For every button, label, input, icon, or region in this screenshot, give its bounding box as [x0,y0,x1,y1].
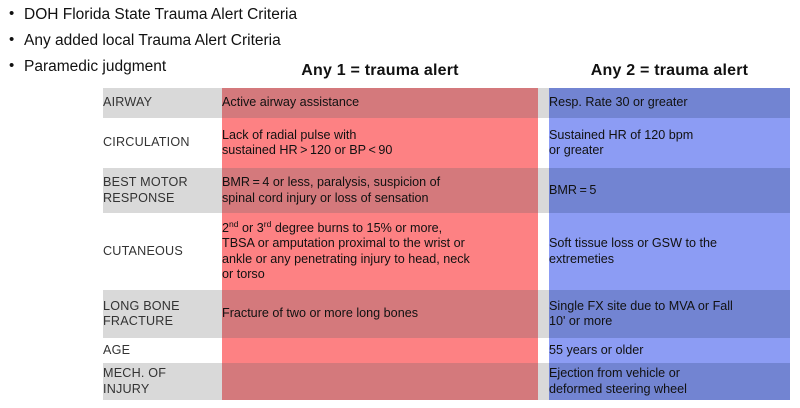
cell-any1-cutaneous: 2nd or 3rd degree burns to 15% or more, … [222,213,538,290]
cell-line: Active airway assistance [222,95,360,110]
row-label-line: FRACTURE [103,314,174,328]
table-row-mechanism-of-injury: MECH. OF INJURY Ejection from vehicle or… [103,363,790,400]
cell-line: 55 years or older [549,342,644,357]
bullet-item-0: DOH Florida State Trauma Alert Criteria [8,1,438,28]
table-body: AIRWAY Active airway assistance Resp. Ra… [103,88,790,400]
cell-line-superscript: 2nd or 3rd degree burns to 15% or more, [222,218,443,235]
table-row-best-motor-response: BEST MOTOR RESPONSE BMR = 4 or less, par… [103,168,790,213]
row-label-line: BEST MOTOR [103,175,188,189]
row-label-line: AIRWAY [103,95,153,110]
table-row-long-bone-fracture: LONG BONE FRACTURE Fracture of two or mo… [103,290,790,338]
bullet-text: Paramedic judgment [24,58,167,75]
cell-line: ankle or any penetrating injury to head,… [222,251,470,266]
cell-any1-long-bone-fracture: Fracture of two or more long bones [222,290,538,338]
row-label-airway: AIRWAY [103,88,222,118]
row-label-line: AGE [103,342,131,357]
cell-any2-age: 55 years or older [549,338,790,363]
bullet-text: Any added local Trauma Alert Criteria [24,32,281,49]
cell-line: 10' or more [549,314,613,328]
row-label-line: LONG BONE [103,298,180,313]
cell-line: Ejection from vehicle or [549,366,680,380]
bullet-list: DOH Florida State Trauma Alert Criteria … [8,1,438,80]
cell-any2-mechanism-of-injury: Ejection from vehicle or deformed steeri… [549,363,790,400]
cell-line: deformed steering wheel [549,381,687,396]
row-label-line: CUTANEOUS [103,243,183,258]
column-header-any1: Any 1 = trauma alert [301,62,459,79]
row-label-line: INJURY [103,381,150,396]
cell-line: Sustained HR of 120 bpm [549,127,694,142]
cell-line: Single FX site due to MVA or Fall [549,298,733,313]
bullet-item-2: Paramedic judgment [8,53,438,80]
cell-line: BMR = 4 or less, paralysis, suspicion of [222,175,441,189]
cell-any1-airway: Active airway assistance [222,88,538,118]
cell-line: BMR = 5 [549,182,597,197]
cell-line: sustained HR > 120 or BP < 90 [222,143,393,157]
table-row-airway: AIRWAY Active airway assistance Resp. Ra… [103,88,790,118]
cell-any1-circulation: Lack of radial pulse with sustained HR >… [222,118,538,168]
cell-line: or torso [222,267,265,281]
table-row-age: AGE 55 years or older [103,338,790,363]
row-label-mechanism-of-injury: MECH. OF INJURY [103,363,222,400]
cell-any1-best-motor-response: BMR = 4 or less, paralysis, suspicion of… [222,168,538,213]
cell-any2-circulation: Sustained HR of 120 bpm or greater [549,118,790,168]
cell-any1-mechanism-of-injury [222,363,538,400]
cell-line: Fracture of two or more long bones [222,306,418,321]
cell-line: extremeties [549,251,615,266]
cell-line: spinal cord injury or loss of sensation [222,190,429,205]
column-header-any2: Any 2 = trauma alert [590,62,749,79]
trauma-alert-criteria-table: AIRWAY Active airway assistance Resp. Ra… [103,88,790,400]
cell-line: TBSA or amputation proximal to the wrist… [222,236,465,250]
gap-cell [538,290,549,338]
row-label-age: AGE [103,338,222,363]
cell-any2-airway: Resp. Rate 30 or greater [549,88,790,118]
table-row-cutaneous: CUTANEOUS 2nd or 3rd degree burns to 15%… [103,213,790,290]
cell-line: Lack of radial pulse with [222,127,357,142]
gap-cell [538,213,549,290]
cell-line: Resp. Rate 30 or greater [549,95,688,110]
gap-cell [538,338,549,363]
gap-cell [538,168,549,213]
cell-any2-cutaneous: Soft tissue loss or GSW to the extremeti… [549,213,790,290]
row-label-best-motor-response: BEST MOTOR RESPONSE [103,168,222,213]
row-label-cutaneous: CUTANEOUS [103,213,222,290]
cell-any2-long-bone-fracture: Single FX site due to MVA or Fall 10' or… [549,290,790,338]
bullet-text: DOH Florida State Trauma Alert Criteria [24,6,298,23]
row-label-line: CIRCULATION [103,135,190,150]
cell-line: Soft tissue loss or GSW to the [549,236,717,250]
gap-cell [538,88,549,118]
table-row-circulation: CIRCULATION Lack of radial pulse with su… [103,118,790,168]
cell-line: or greater [549,143,604,157]
cell-any2-best-motor-response: BMR = 5 [549,168,790,213]
row-label-circulation: CIRCULATION [103,118,222,168]
gap-cell [538,118,549,168]
row-label-line: MECH. OF [103,366,167,380]
gap-cell [538,363,549,400]
row-label-long-bone-fracture: LONG BONE FRACTURE [103,290,222,338]
bullet-item-1: Any added local Trauma Alert Criteria [8,27,438,54]
cell-any1-age [222,338,538,363]
row-label-line: RESPONSE [103,190,175,205]
